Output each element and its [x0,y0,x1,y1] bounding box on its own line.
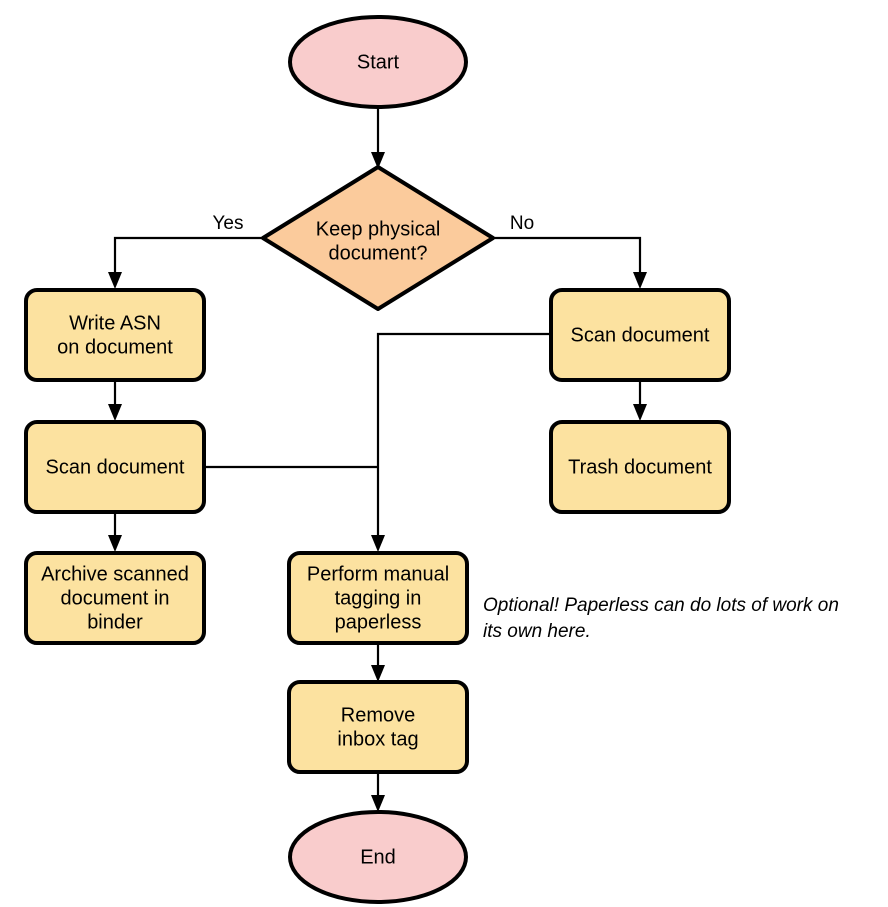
edge-scan-left-to-archive [108,512,122,552]
node-start[interactable]: Start [288,15,468,109]
node-decision-keep-physical-document[interactable]: Keep physical document? [261,165,495,311]
edge-label-no: No [510,213,534,234]
edge-label-yes: Yes [213,213,244,234]
edge-tagging-to-remove-inbox [371,643,385,682]
edge-start-to-decision [371,107,385,169]
node-remove-inbox-tag[interactable]: Remove inbox tag [287,680,469,774]
optional-note-line1: Optional! Paperless can do lots of work … [483,595,839,616]
end-label: End [360,846,396,868]
start-label: Start [357,51,400,73]
remove-inbox-tag-box[interactable] [287,680,469,774]
annotation-optional-note: Optional! Paperless can do lots of work … [483,595,839,642]
edge-write-asn-to-scan-left [108,380,122,421]
decision-label-line2: document? [329,242,428,264]
write-asn-box[interactable] [24,288,206,382]
end-ellipse[interactable] [288,810,468,904]
remove-inbox-label-line1: Remove [341,704,415,726]
start-ellipse[interactable] [288,15,468,109]
node-end[interactable]: End [288,810,468,904]
tagging-box[interactable] [287,551,469,645]
scan-document-left-box[interactable] [24,420,206,514]
scan-document-right-label: Scan document [571,324,710,346]
decision-diamond[interactable] [261,165,495,311]
archive-label-line1: Archive scanned [41,563,189,585]
optional-note-line2: its own here. [483,621,591,642]
remove-inbox-label-line2: inbox tag [337,728,418,750]
archive-label-line2: document in [61,587,170,609]
scan-document-right-box[interactable] [549,288,731,382]
edge-scan-right-to-trash [633,380,647,421]
node-archive-scanned-document[interactable]: Archive scanned document in binder [24,551,206,645]
write-asn-label-line2: on document [57,336,173,358]
scan-document-left-label: Scan document [46,456,185,478]
archive-label-line3: binder [87,611,143,633]
decision-label-line1: Keep physical [316,218,441,240]
edge-remove-inbox-to-end [371,772,385,812]
node-scan-document-left[interactable]: Scan document [24,420,206,514]
trash-document-label: Trash document [568,456,712,478]
write-asn-label-line1: Write ASN [69,312,161,334]
edge-decision-yes-to-write-asn [108,236,263,289]
node-write-asn[interactable]: Write ASN on document [24,288,206,382]
tagging-label-line2: tagging in [335,587,422,609]
tagging-label-line3: paperless [335,611,422,633]
edge-scan-right-to-tagging [371,332,551,552]
archive-box[interactable] [24,551,206,645]
tagging-label-line1: Perform manual [307,563,449,585]
edge-decision-no-to-scan-right [493,236,647,289]
node-scan-document-right[interactable]: Scan document [549,288,731,382]
node-trash-document[interactable]: Trash document [549,420,731,514]
node-perform-manual-tagging[interactable]: Perform manual tagging in paperless [287,551,469,645]
trash-document-box[interactable] [549,420,731,514]
